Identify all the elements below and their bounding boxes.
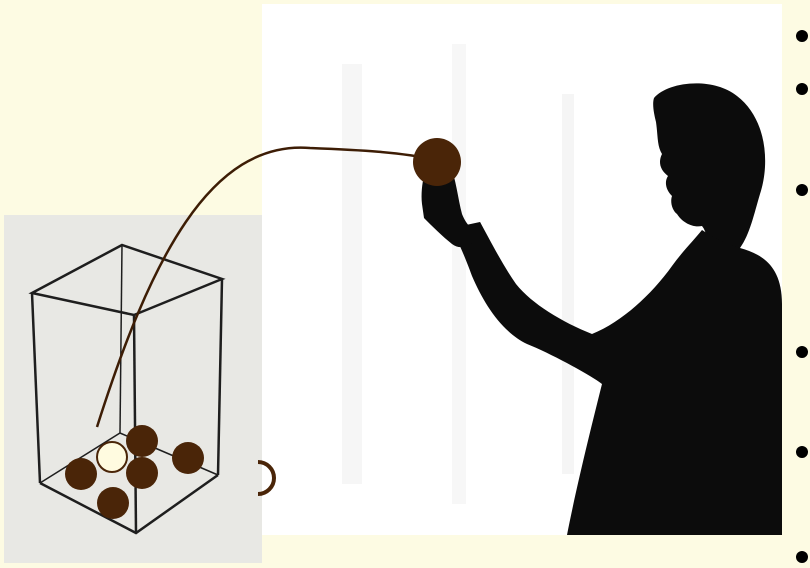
bullet-marker — [796, 346, 808, 358]
bullet-marker — [796, 83, 808, 95]
ball-in-box — [65, 458, 97, 490]
partial-ball-edge — [258, 462, 274, 494]
trajectory-arc — [97, 148, 437, 427]
ball-in-hand — [413, 138, 461, 186]
bullet-marker — [796, 30, 808, 42]
bullet-marker — [796, 446, 808, 458]
ball-in-box — [172, 442, 204, 474]
highlighted-ball-in-box — [97, 442, 127, 472]
ball-in-box — [97, 487, 129, 519]
bullet-marker — [796, 184, 808, 196]
ball-in-box — [126, 425, 158, 457]
ball-in-box — [126, 457, 158, 489]
bullet-marker — [796, 551, 808, 563]
